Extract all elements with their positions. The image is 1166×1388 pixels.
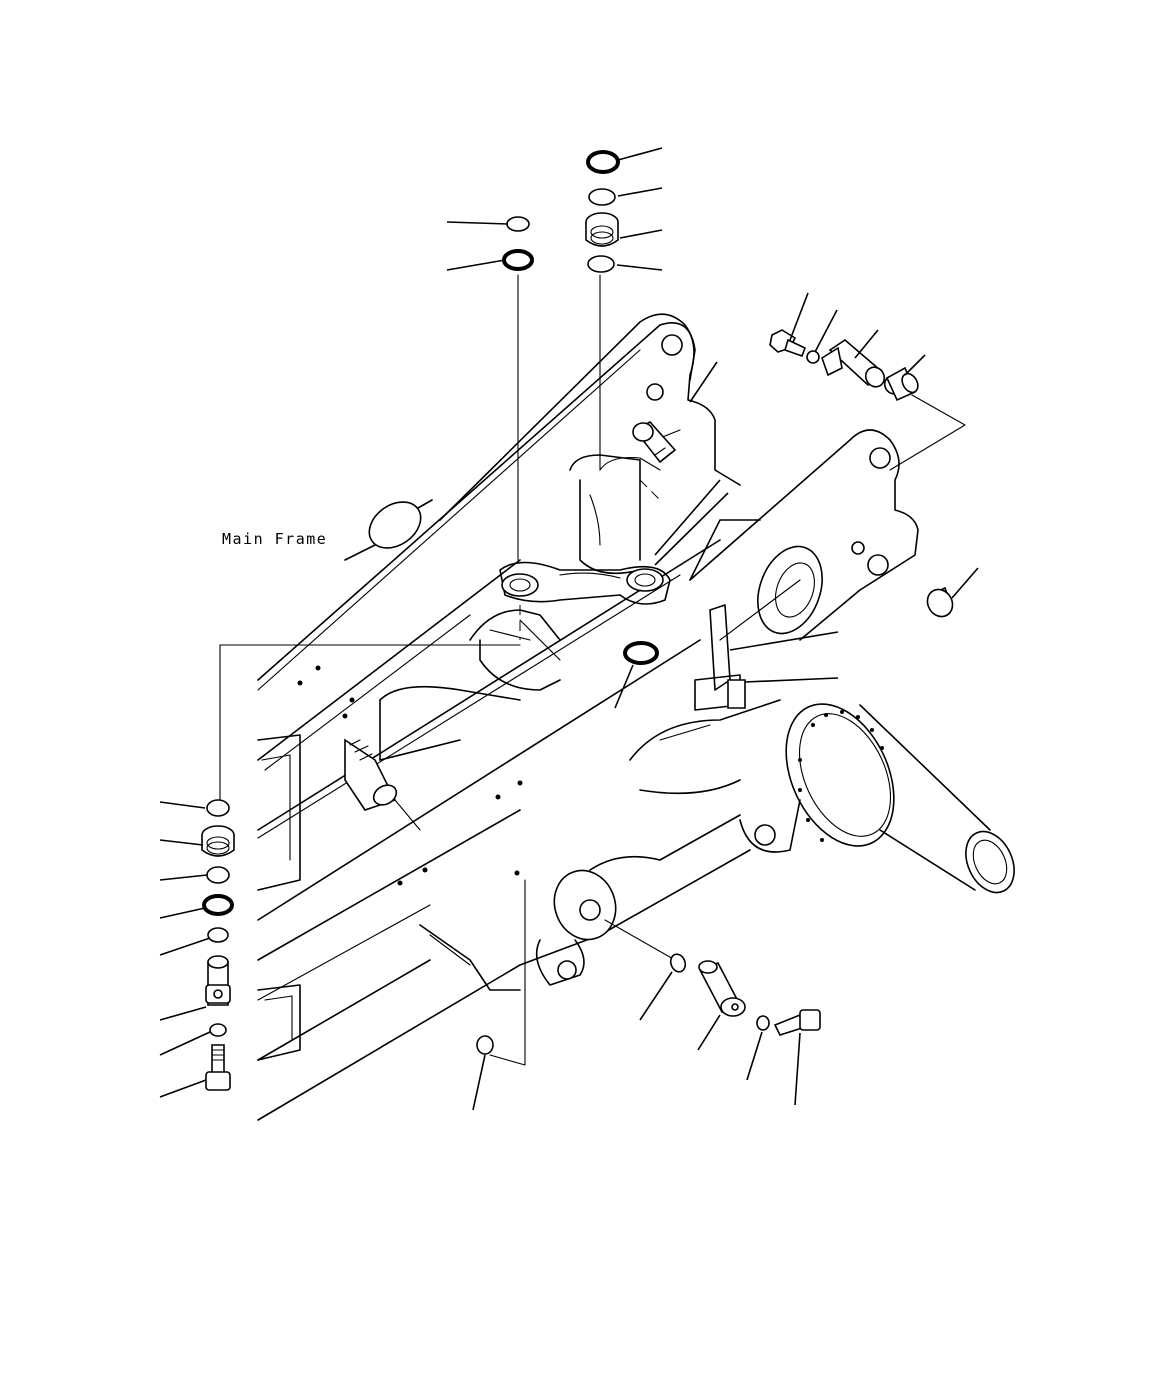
seal-ring-part bbox=[202, 894, 234, 916]
top-stack-left bbox=[502, 216, 534, 271]
left-stack bbox=[201, 799, 235, 1091]
washer-part bbox=[806, 350, 820, 364]
frame-holes bbox=[297, 665, 523, 886]
rear-axle bbox=[629, 699, 1015, 894]
seal-ring-part bbox=[502, 249, 534, 271]
seal-ring-part bbox=[586, 150, 620, 174]
pin-part bbox=[821, 338, 886, 388]
bolt-part bbox=[205, 1044, 231, 1091]
main-frame-label: Main Frame bbox=[222, 530, 327, 548]
o-ring-part bbox=[588, 188, 616, 206]
bottom-o-ring bbox=[476, 1035, 494, 1055]
assembly-lines bbox=[219, 274, 966, 1066]
o-ring-part bbox=[669, 953, 687, 973]
washer-part bbox=[756, 1015, 770, 1031]
o-ring-part bbox=[506, 216, 530, 232]
mid-seal-ring bbox=[623, 641, 659, 665]
top-stack-center bbox=[585, 150, 620, 273]
bearing-part bbox=[201, 825, 235, 857]
right-frame-arm bbox=[689, 429, 919, 641]
pivot-pin bbox=[344, 738, 398, 811]
washer-part bbox=[209, 1023, 227, 1037]
shim-part bbox=[587, 255, 615, 273]
left-pivot-bracket bbox=[379, 609, 561, 761]
bushing-part bbox=[883, 366, 919, 402]
leader-lines bbox=[159, 147, 979, 1111]
pin-part bbox=[698, 960, 746, 1017]
bolt-part bbox=[769, 329, 807, 358]
bolt-part bbox=[773, 1009, 821, 1036]
o-ring-part bbox=[206, 799, 230, 817]
main-frame bbox=[257, 322, 721, 1121]
right-bushing bbox=[926, 586, 954, 618]
top-right-pin-stack bbox=[769, 329, 919, 402]
hub-bolts bbox=[798, 710, 884, 842]
lower-link-arm bbox=[419, 814, 751, 991]
rear-frame-arm bbox=[439, 313, 741, 575]
bracket-pin bbox=[632, 420, 677, 464]
o-ring-part bbox=[207, 927, 229, 943]
bearing-part bbox=[585, 212, 619, 247]
shim-part bbox=[206, 866, 230, 884]
bottom-right-pin-stack bbox=[669, 953, 821, 1036]
mount-bracket bbox=[694, 604, 746, 711]
pin-part bbox=[205, 955, 231, 1006]
center-link bbox=[499, 561, 671, 605]
